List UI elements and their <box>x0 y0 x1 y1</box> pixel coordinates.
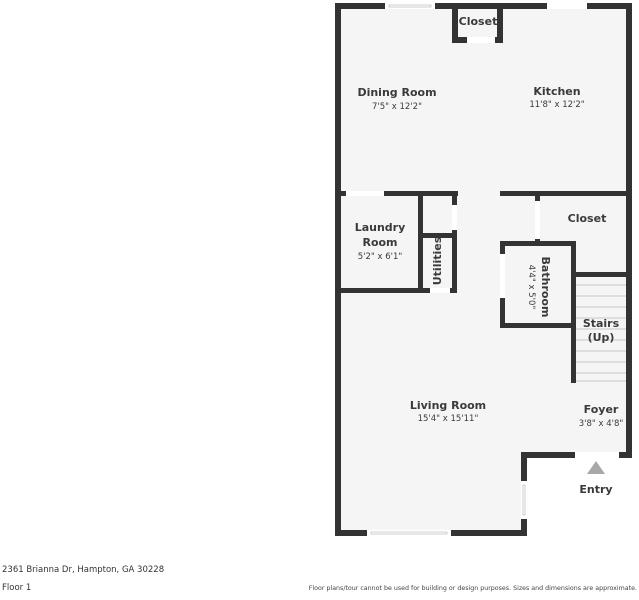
property-address: 2361 Brianna Dr, Hampton, GA 30228 <box>2 565 165 575</box>
laundry-label-line2: Room <box>362 236 397 249</box>
dining-room-dims: 7'5" x 12'2" <box>372 102 422 112</box>
closet-right-label: Closet <box>568 212 607 225</box>
foyer-dims: 3'8" x 4'8" <box>579 419 624 429</box>
entry-arrow-icon <box>587 461 605 474</box>
floor-area <box>338 6 629 533</box>
stairs-label-line2: (Up) <box>588 331 615 344</box>
bathroom-dims: 4'4" x 5'0" <box>526 265 536 310</box>
entry-label: Entry <box>579 483 612 496</box>
closet-top-label: Closet <box>459 15 498 28</box>
kitchen-dims: 11'8" x 12'2" <box>529 100 584 110</box>
windows <box>346 3 619 536</box>
foyer-label: Foyer <box>584 403 619 416</box>
stairs-label-line1: Stairs <box>583 317 620 330</box>
floor-label: Floor 1 <box>2 583 32 593</box>
living-room-label: Living Room <box>410 399 486 412</box>
living-room-dims: 15'4" x 15'11" <box>418 414 479 424</box>
dining-room-label: Dining Room <box>357 86 436 99</box>
laundry-dims: 5'2" x 6'1" <box>358 252 403 262</box>
stairs-treads <box>574 284 627 382</box>
kitchen-label: Kitchen <box>533 85 580 98</box>
disclaimer: Floor plans/tour cannot be used for buil… <box>308 585 637 592</box>
utilities-label: Utilities <box>431 236 444 285</box>
bathroom-label: Bathroom <box>539 257 552 318</box>
laundry-label-line1: Laundry <box>355 221 406 234</box>
